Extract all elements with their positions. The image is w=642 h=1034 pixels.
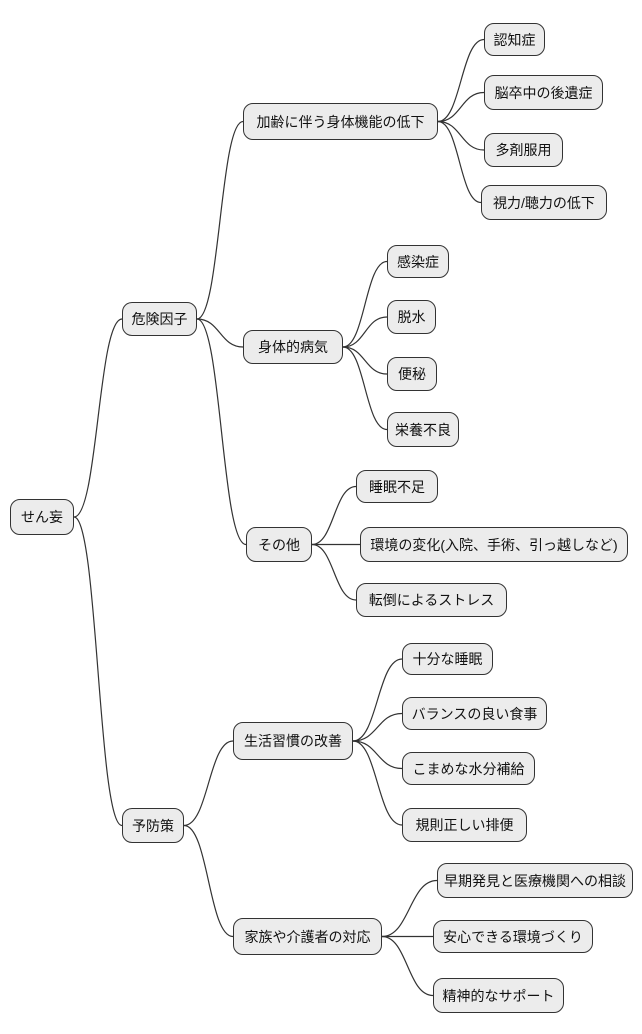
edge-risk-factors--physical-illness <box>196 318 244 348</box>
node-physical-illness: 身体的病気 <box>243 330 343 364</box>
edge-lifestyle-improvement--balanced-diet <box>352 712 403 742</box>
edge-root--risk-factors <box>73 318 123 518</box>
edge-others--sleep-deprivation <box>311 485 357 546</box>
edge-aging-decline--stroke-aftereffects <box>437 91 485 123</box>
edge-lifestyle-improvement--hydration <box>352 740 403 770</box>
node-sleep-deprivation: 睡眠不足 <box>356 470 438 503</box>
node-family-caregiver-response: 家族や介護者の対応 <box>233 918 382 955</box>
node-fall-stress: 転倒によるストレス <box>356 583 507 617</box>
edge-risk-factors--aging-decline <box>196 120 244 320</box>
node-lifestyle-improvement: 生活習慣の改善 <box>233 722 353 760</box>
edge-physical-illness--infection <box>342 260 388 348</box>
node-prevention: 予防策 <box>122 808 184 843</box>
node-safe-environment: 安心できる環境づくり <box>433 920 593 953</box>
edge-lifestyle-improvement--regular-bowel <box>352 740 403 826</box>
node-environment-change: 環境の変化(入院、手術、引っ越しなど) <box>360 527 628 562</box>
node-infection: 感染症 <box>387 245 449 278</box>
node-dementia: 認知症 <box>484 23 545 56</box>
node-hydration: こまめな水分補給 <box>402 752 535 785</box>
edge-others--fall-stress <box>311 543 357 601</box>
node-constipation: 便秘 <box>387 357 437 391</box>
edge-prevention--family-caregiver-response <box>183 824 234 938</box>
node-risk-factors: 危険因子 <box>122 302 197 336</box>
edge-family-caregiver-response--mental-support <box>381 935 434 997</box>
node-regular-bowel: 規則正しい排便 <box>402 808 527 842</box>
edge-aging-decline--vision-hearing-decline <box>437 120 482 204</box>
edge-family-caregiver-response--early-detection <box>381 879 438 938</box>
edge-physical-illness--dehydration <box>342 316 388 348</box>
edge-root--prevention <box>73 516 123 827</box>
node-sufficient-sleep: 十分な睡眠 <box>402 643 493 675</box>
edge-risk-factors--others <box>196 318 247 546</box>
edge-aging-decline--dementia <box>437 38 485 123</box>
node-balanced-diet: バランスの良い食事 <box>402 697 547 730</box>
node-stroke-aftereffects: 脳卒中の後遺症 <box>484 75 603 110</box>
node-polypharmacy: 多剤服用 <box>484 133 563 167</box>
node-vision-hearing-decline: 視力/聴力の低下 <box>481 185 607 220</box>
edge-aging-decline--polypharmacy <box>437 120 485 151</box>
edge-physical-illness--constipation <box>342 346 388 375</box>
node-malnutrition: 栄養不良 <box>387 412 459 447</box>
edge-lifestyle-improvement--sufficient-sleep <box>352 658 403 742</box>
edge-prevention--lifestyle-improvement <box>183 740 234 827</box>
node-mental-support: 精神的なサポート <box>433 978 564 1013</box>
node-others: その他 <box>246 527 312 562</box>
node-dehydration: 脱水 <box>387 300 436 334</box>
node-root: せん妄 <box>10 499 74 535</box>
edge-physical-illness--malnutrition <box>342 346 388 431</box>
node-early-detection: 早期発見と医療機関への相談 <box>437 863 633 898</box>
node-aging-decline: 加齢に伴う身体機能の低下 <box>243 103 438 140</box>
